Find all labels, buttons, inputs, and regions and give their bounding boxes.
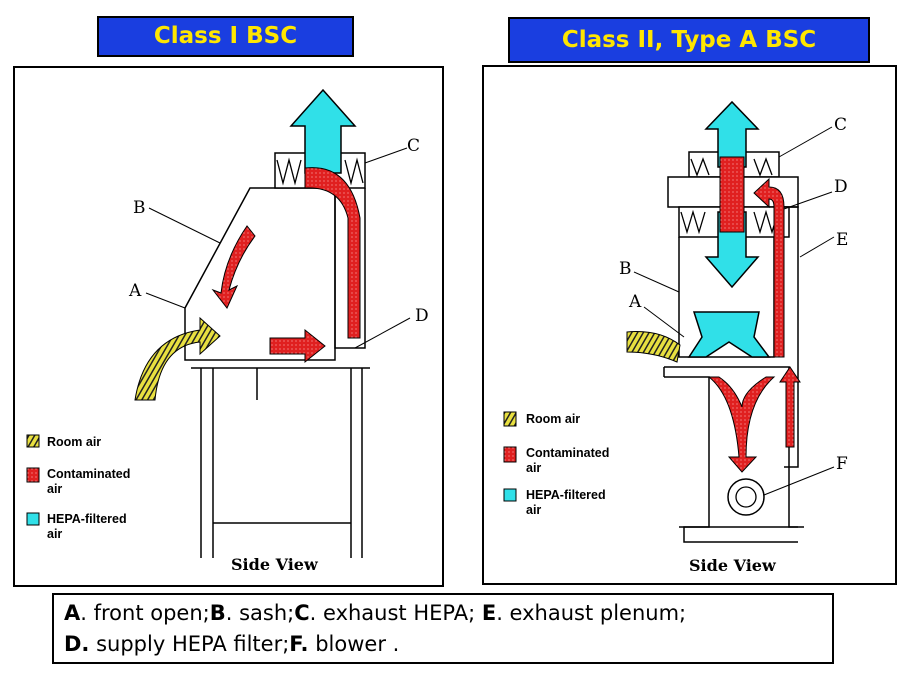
- class-i-title: Class I BSC: [97, 16, 354, 57]
- label-e: E: [836, 230, 848, 250]
- hepa-work-funnel: [687, 311, 771, 358]
- caption-key: E: [481, 601, 497, 625]
- room-air-arrow: [134, 316, 221, 401]
- hepa-arrow-down: [704, 211, 760, 289]
- hepa-arrow-up: [704, 100, 760, 168]
- hepa-exhaust-arrow: [289, 88, 357, 174]
- caption-key: F.: [289, 632, 309, 656]
- class-i-diagram: B A C D Room air Contaminated air HEPA-f…: [13, 66, 444, 587]
- label-f: F: [836, 454, 848, 474]
- legend-hepa-1: HEPA-filtered: [47, 512, 127, 526]
- legend-contaminated-swatch: [503, 446, 517, 463]
- class-ii-title: Class II, Type A BSC: [508, 17, 870, 63]
- legend-hepa-1: HEPA-filtered: [526, 488, 606, 502]
- room-air-arrow: [626, 331, 681, 363]
- legend-contaminated-1: Contaminated: [526, 446, 609, 460]
- label-c: C: [834, 115, 847, 135]
- legend-hepa-2: air: [47, 527, 62, 541]
- class-ii-diagram: C D E B A F Room air Contaminated air HE…: [482, 65, 897, 585]
- legend-room-air-swatch: [26, 434, 40, 448]
- caption-text: . front open;: [80, 601, 210, 625]
- legend-hepa-2: air: [526, 503, 541, 517]
- caption-legend: A. front open;B. sash;C. exhaust HEPA; E…: [52, 593, 834, 664]
- contaminated-rear-arrow: [779, 366, 801, 448]
- caption-key: B: [209, 601, 226, 625]
- label-a: A: [628, 292, 642, 312]
- caption-key: A: [64, 601, 81, 625]
- label-d: D: [834, 177, 848, 197]
- caption-key: C: [294, 601, 310, 625]
- label-c: C: [407, 136, 420, 156]
- contaminated-flow-back: [304, 167, 361, 339]
- legend-room-air-swatch: [503, 411, 517, 427]
- caption-text: . sash;: [225, 601, 295, 625]
- legend-hepa-swatch: [503, 488, 517, 502]
- exhaust-hepa-filter: [276, 157, 364, 186]
- legend-hepa-swatch: [26, 512, 40, 526]
- label-a: A: [128, 281, 142, 301]
- caption-key: D.: [64, 632, 90, 656]
- legend-room-air: Room air: [47, 435, 101, 449]
- label-b: B: [619, 259, 632, 279]
- side-view-label: Side View: [689, 556, 777, 575]
- caption-line-1: A. front open;B. sash;C. exhaust HEPA; E…: [64, 598, 822, 629]
- exhaust-hepa-filter: [690, 157, 773, 177]
- label-b: B: [133, 198, 146, 218]
- contaminated-plenum-arrow: [753, 177, 785, 358]
- caption-line-2: D. supply HEPA filter;F. blower .: [64, 629, 822, 660]
- caption-text: supply HEPA filter;: [89, 632, 290, 656]
- caption-text: . exhaust plenum;: [496, 601, 687, 625]
- side-view-label: Side View: [231, 555, 319, 574]
- contaminated-floor-arrow: [269, 328, 326, 364]
- caption-text: . exhaust HEPA;: [309, 601, 482, 625]
- legend-contaminated-2: air: [526, 461, 541, 475]
- contaminated-return-flow: [707, 376, 776, 473]
- legend-contaminated-swatch: [26, 467, 40, 483]
- legend-room-air: Room air: [526, 412, 580, 426]
- legend-contaminated-1: Contaminated: [47, 467, 130, 481]
- label-d: D: [415, 306, 429, 326]
- contaminated-exhaust: [719, 156, 745, 233]
- legend-contaminated-2: air: [47, 482, 62, 496]
- caption-text: blower .: [308, 632, 400, 656]
- cabinet-outline: [184, 152, 370, 558]
- contaminated-curve-arrow: [211, 225, 256, 309]
- blower: [727, 478, 765, 516]
